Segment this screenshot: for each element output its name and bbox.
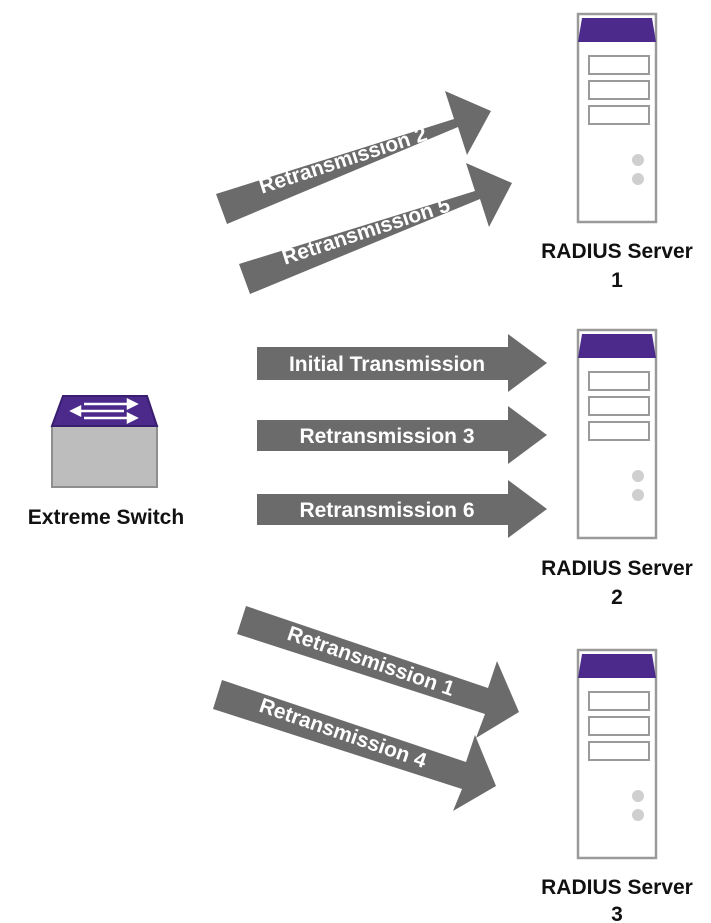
arrow-label: Retransmission 1 [284,622,457,701]
arrow-label: Initial Transmission [289,353,485,376]
arrow-label: Retransmission 6 [299,499,474,522]
radius-server-2: RADIUS Server 2 [541,328,693,609]
arrow-retransmission-6: Retransmission 6 [257,480,547,538]
server-tower-icon [576,328,658,540]
radius-server-1: RADIUS Server 1 [541,12,693,292]
server-1-label-line2: 1 [611,269,623,292]
arrow-label: Retransmission 3 [299,425,474,448]
switch-label: Extreme Switch [28,506,184,529]
server-3-label-line2: 3 [611,903,623,923]
arrow-retransmission-3: Retransmission 3 [257,406,547,464]
server-2-label-line1: RADIUS Server [541,557,693,580]
extreme-switch: Extreme Switch [28,395,184,529]
server-2-label-line2: 2 [611,586,623,609]
arrow-initial-transmission: Initial Transmission [257,334,547,392]
server-tower-icon [576,648,658,860]
server-3-label-line1: RADIUS Server [541,876,693,899]
server-1-label-line1: RADIUS Server [541,240,693,263]
arrow-label: Retransmission 2 [256,122,430,198]
arrow-label: Retransmission 5 [279,193,453,269]
radius-server-3: RADIUS Server 3 [541,648,693,923]
server-tower-icon [576,12,658,224]
arrow-label: Retransmission 4 [256,694,429,773]
network-switch-icon [50,395,159,488]
